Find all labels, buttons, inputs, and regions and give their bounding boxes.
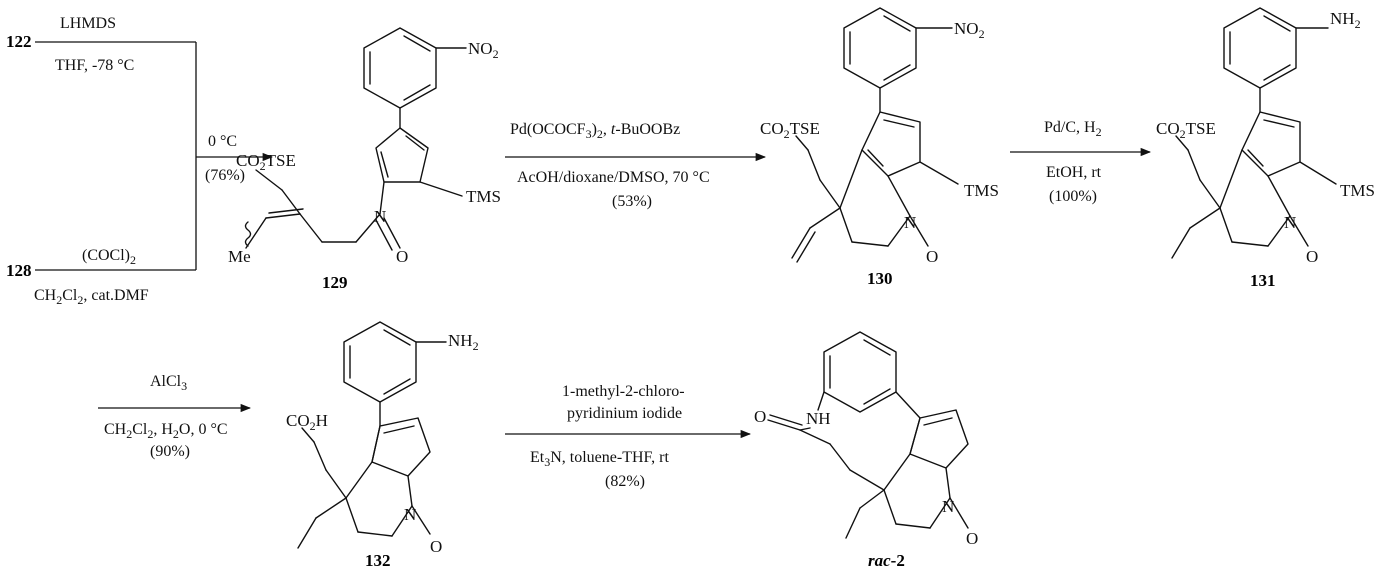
compound-131-label: 131 (1250, 271, 1276, 290)
o-label-rac2-lactam: O (966, 529, 978, 548)
tms-label-131: TMS (1340, 181, 1375, 200)
step1-top-conditions: THF, -78 °C (55, 57, 134, 74)
compound-130-structure (791, 7, 959, 263)
compound-132-structure (297, 321, 447, 549)
compound-rac-2-structure (767, 331, 969, 539)
nitro-label-130: NO2 (954, 19, 985, 41)
o-label-rac2-amide: O (754, 407, 766, 426)
compound-128-label: 128 (6, 261, 32, 280)
step1-temperature: 0 °C (208, 133, 237, 150)
step2-conditions: AcOH/dioxane/DMSO, 70 °C (517, 169, 710, 186)
step1-top-reagent: LHMDS (60, 15, 116, 32)
n-label-131: N (1284, 213, 1296, 232)
step1-convergent-bracket (35, 41, 274, 271)
step3-conditions: EtOH, rt (1046, 164, 1102, 181)
co2h-label-132: CO2H (286, 411, 328, 433)
step5-reagent-line2: pyridinium iodide (567, 405, 682, 422)
compound-132-label: 132 (365, 551, 391, 570)
co2tse-label-131: CO2TSE (1156, 119, 1216, 141)
compound-122-label: 122 (6, 32, 32, 51)
n-label-130: N (904, 213, 916, 232)
step3-reagent: Pd/C, H2 (1044, 119, 1102, 139)
compound-131-structure (1171, 7, 1337, 259)
tms-label-130: TMS (964, 181, 999, 200)
tms-label-129: TMS (466, 187, 501, 206)
step4-yield: (90%) (150, 443, 190, 460)
o-label-129: O (396, 247, 408, 266)
o-label-132: O (430, 537, 442, 556)
step5-reagent-line1: 1-methyl-2-chloro- (562, 383, 685, 400)
nh-label-rac2: NH (806, 409, 831, 428)
compound-130-label: 130 (867, 269, 893, 288)
step5-conditions: Et3N, toluene-THF, rt (530, 449, 669, 469)
amine-label-132: NH2 (448, 331, 479, 353)
step1-yield: (76%) (205, 167, 245, 184)
step4-reagent: AlCl3 (150, 373, 187, 393)
compound-129-label: 129 (322, 273, 348, 292)
step5-yield: (82%) (605, 473, 645, 490)
compound-129-structure (244, 27, 467, 251)
step1-bottom-reagent: (COCl)2 (82, 247, 136, 267)
co2tse-label-130: CO2TSE (760, 119, 820, 141)
me-label-129: Me (228, 247, 251, 266)
nitro-label-129: NO2 (468, 39, 499, 61)
n-label-132: N (404, 505, 416, 524)
step4-conditions: CH2Cl2, H2O, 0 °C (104, 421, 228, 441)
step1-bottom-conditions: CH2Cl2, cat.DMF (34, 287, 149, 307)
step3-yield: (100%) (1049, 188, 1097, 205)
o-label-130: O (926, 247, 938, 266)
n-label-129: N (374, 207, 386, 226)
amine-label-131: NH2 (1330, 9, 1361, 31)
n-label-rac2: N (942, 497, 954, 516)
co2tse-label-129: CO2TSE (236, 151, 296, 173)
o-label-131: O (1306, 247, 1318, 266)
step2-yield: (53%) (612, 193, 652, 210)
compound-rac-2-label: rac-2 (868, 551, 905, 570)
step2-reagent: Pd(OCOCF3)2, t-BuOOBz (510, 121, 680, 141)
